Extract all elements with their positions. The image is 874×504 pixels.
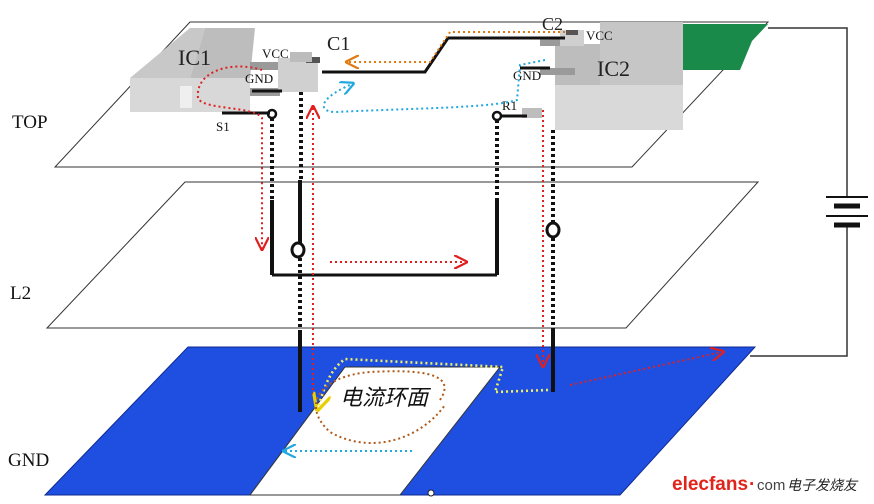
s1-label: S1 (216, 119, 230, 134)
l2-plane (45, 181, 760, 329)
gnd-layer-label: GND (8, 450, 49, 471)
battery-icon (826, 196, 868, 228)
vias (266, 108, 561, 259)
battery-circuit (750, 27, 848, 357)
gnd-plane (43, 346, 757, 496)
c1-label: C1 (327, 33, 350, 55)
ic1-package (130, 28, 280, 112)
watermark-brand: elecfans (672, 474, 748, 495)
vcc-right-label: VCC (586, 28, 613, 43)
ic2-label: IC2 (597, 56, 630, 81)
watermark: elecfans · com 电子发烧友 (672, 474, 859, 495)
c2-capacitor (560, 30, 584, 46)
top-copper-pad (680, 24, 768, 70)
r1-label: R1 (502, 98, 517, 113)
vcc-left-label: VCC (262, 46, 289, 61)
ic1-label: IC1 (178, 45, 211, 70)
via-barrels (270, 92, 555, 412)
c1-capacitor (278, 52, 320, 92)
gnd-right-label: GND (513, 68, 541, 83)
current-paths (196, 31, 722, 451)
top-traces (222, 36, 565, 118)
watermark-com: com (757, 477, 785, 494)
gnd-left-label: GND (245, 71, 273, 86)
l2-layer-label: L2 (10, 283, 31, 304)
c2-label: C2 (542, 14, 563, 34)
current-loop-label: 电流环面 (340, 386, 432, 411)
watermark-dot: · (749, 474, 755, 495)
watermark-cn: 电子发烧友 (787, 478, 859, 494)
gnd-plane-slot (249, 366, 502, 496)
bottom-marker (427, 489, 435, 497)
top-layer-label: TOP (12, 112, 48, 133)
